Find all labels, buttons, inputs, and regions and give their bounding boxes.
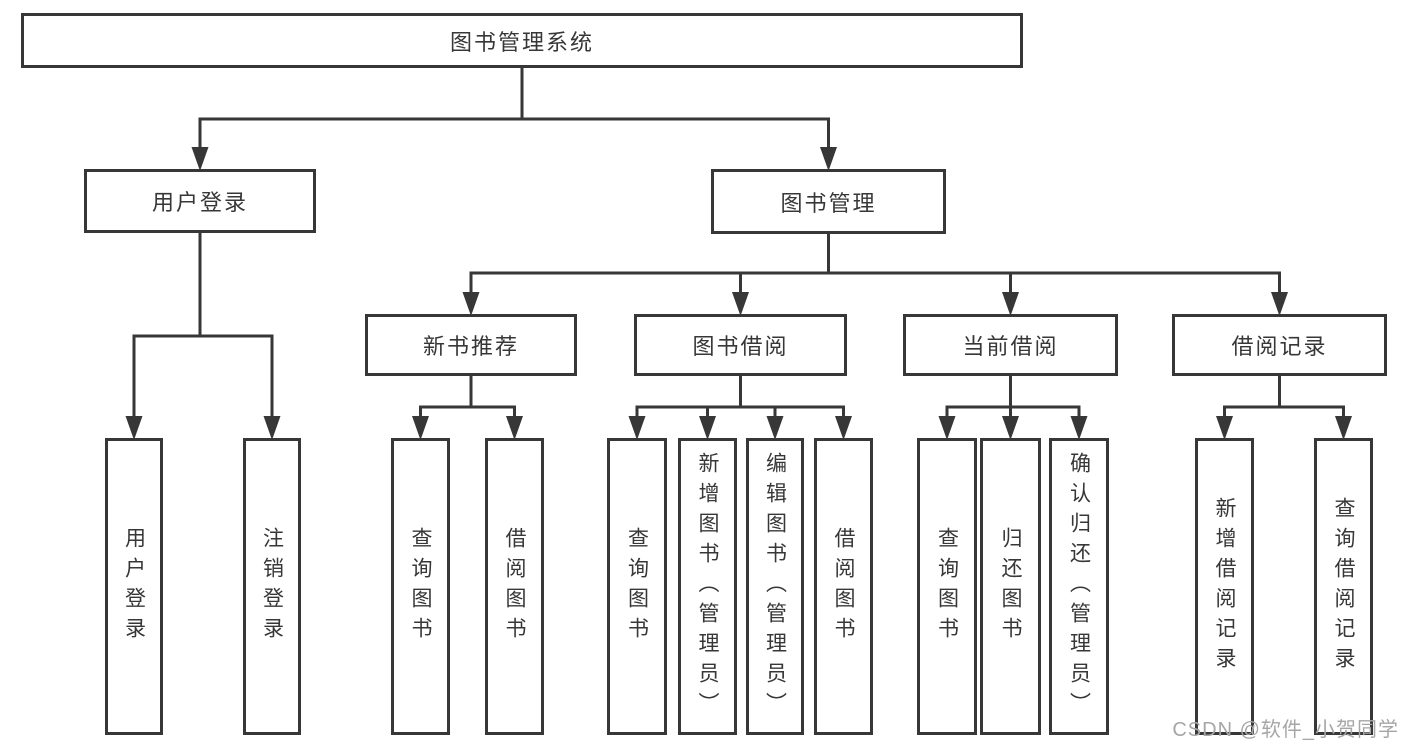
node-borrow-books-2: 借阅图书 [814,438,873,735]
node-logout: 注销登录 [243,438,301,735]
node-borrow-records-group: 借阅记录 [1172,314,1387,376]
node-label: 编辑图书（管理员） [763,451,787,722]
node-label: 查询图书 [625,526,649,647]
node-library-management-system: 图书管理系统 [21,13,1023,68]
node-label: 查询图书 [409,526,432,647]
node-edit-book-admin: 编辑图书（管理员） [746,438,804,735]
node-label: 新增图书（管理员） [696,451,719,722]
node-label: 确认归还（管理员） [1067,451,1091,722]
node-label: 用户登录 [151,190,248,215]
watermark: CSDN @软件_小贺同学 [1172,719,1399,741]
node-add-borrow-record: 新增借阅记录 [1195,438,1254,735]
node-book-borrow-group: 图书借阅 [634,314,847,376]
node-label: 借阅记录 [1231,334,1328,359]
node-label: 查询图书 [935,526,959,647]
node-label: 新书推荐 [422,334,519,359]
node-label: 用户登录 [122,526,146,647]
node-query-books-1: 查询图书 [391,438,450,735]
node-label: 注销登录 [260,526,284,647]
node-label: 查询借阅记录 [1332,496,1355,677]
node-query-books-2: 查询图书 [607,438,667,735]
node-label: 图书管理 [780,190,877,216]
node-label: 图书借阅 [692,334,789,359]
node-current-borrow-group: 当前借阅 [903,314,1118,376]
node-return-book: 归还图书 [980,438,1041,735]
node-confirm-return-admin: 确认归还（管理员） [1049,438,1109,735]
node-label: 当前借阅 [962,334,1059,359]
node-query-borrow-record: 查询借阅记录 [1314,438,1373,735]
node-label: 借阅图书 [832,526,855,647]
node-label: 借阅图书 [503,526,526,647]
node-borrow-books-1: 借阅图书 [485,438,544,735]
node-label: 归还图书 [999,526,1022,647]
node-add-book-admin: 新增图书（管理员） [678,438,737,735]
node-new-book-recommend-group: 新书推荐 [365,314,577,376]
node-user-login: 用户登录 [105,438,163,735]
node-user-login-group: 用户登录 [84,169,316,233]
node-label: 图书管理系统 [449,29,594,55]
node-query-books-3: 查询图书 [917,438,977,735]
node-book-management-group: 图书管理 [711,169,946,234]
node-label: 新增借阅记录 [1213,496,1236,677]
